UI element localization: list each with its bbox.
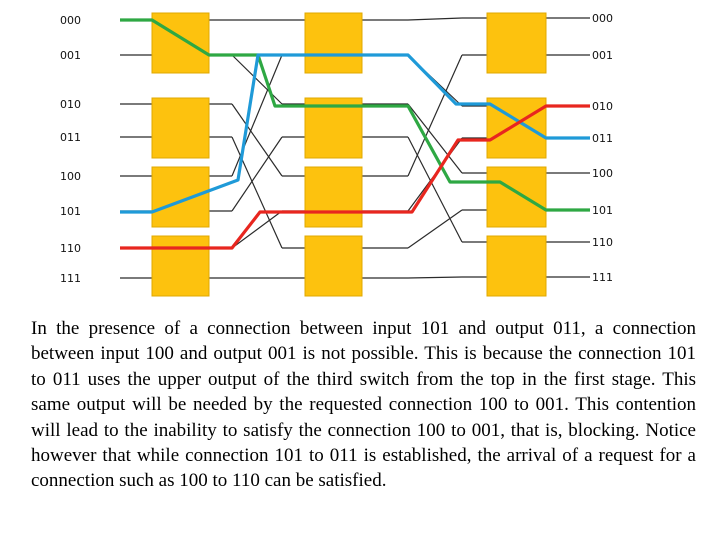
switch-box [151, 97, 210, 159]
omega-network-diagram: 000 001 010 011 100 101 110 111 000 001 010 011 100… [60, 12, 613, 297]
switch-box [151, 12, 210, 74]
path-green [120, 18, 590, 212]
input-label: 000 [60, 14, 81, 27]
wire [231, 136, 283, 212]
output-label: 110 [592, 236, 613, 249]
wire [407, 276, 463, 279]
input-label: 100 [60, 170, 81, 183]
switch-box [304, 235, 363, 297]
output-label: 111 [592, 271, 613, 284]
input-label: 001 [60, 49, 81, 62]
output-label: 100 [592, 167, 613, 180]
wire [231, 54, 283, 105]
caption-text: In the presence of a connection between … [31, 318, 696, 492]
switch-box [304, 12, 363, 74]
switch-box [486, 235, 547, 297]
switch-box [486, 166, 547, 228]
input-label: 011 [60, 131, 81, 144]
switch-box [151, 235, 210, 297]
input-labels: 000 001 010 011 100 101 110 111 [60, 14, 81, 285]
highlighted-connections [120, 18, 590, 250]
wire [407, 54, 463, 177]
input-label: 111 [60, 272, 81, 285]
input-label: 101 [60, 205, 81, 218]
wire [407, 103, 463, 174]
output-label: 000 [592, 12, 613, 25]
output-label: 010 [592, 100, 613, 113]
switch-box [486, 12, 547, 74]
output-label: 001 [592, 49, 613, 62]
output-labels: 000 001 010 011 100 101 110 111 [592, 12, 613, 284]
output-label: 011 [592, 132, 613, 145]
wire [231, 103, 283, 177]
wire [231, 210, 283, 249]
switch-box [151, 166, 210, 228]
wire [407, 17, 463, 21]
output-label: 101 [592, 204, 613, 217]
switch-box [304, 166, 363, 228]
wire [231, 136, 283, 249]
input-label: 010 [60, 98, 81, 111]
path-blue [120, 53, 590, 214]
wire [407, 209, 463, 249]
switch-box [304, 97, 363, 159]
path-red [120, 104, 590, 250]
input-label: 110 [60, 242, 81, 255]
